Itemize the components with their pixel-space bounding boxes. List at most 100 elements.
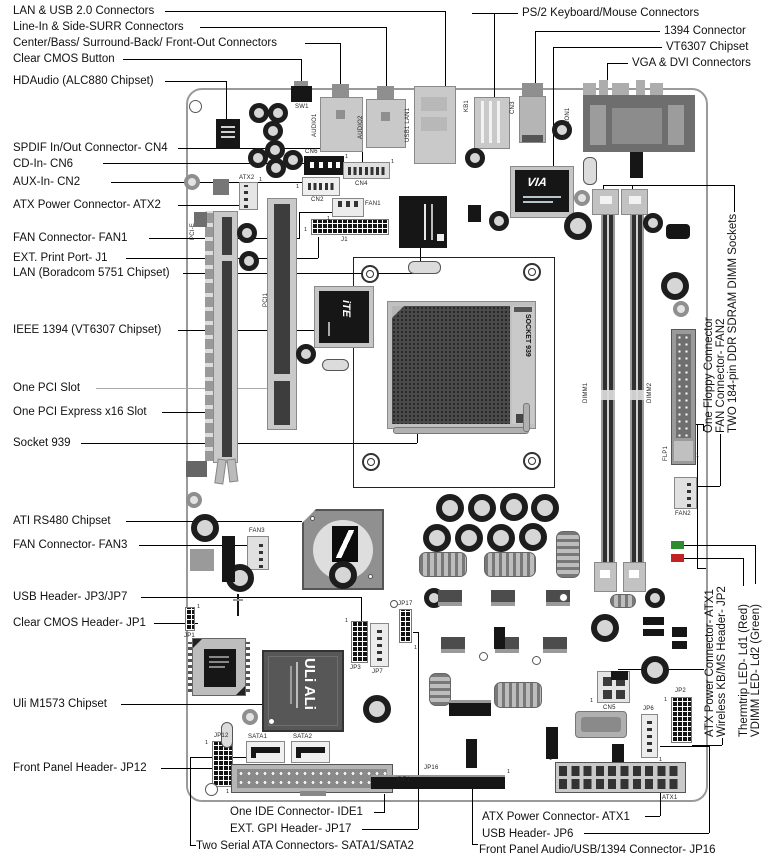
silkscreen-cn5: CN5 <box>603 705 616 711</box>
capacitor <box>673 301 689 317</box>
leader-line <box>154 623 198 624</box>
pin1-marker: 1 <box>226 789 230 795</box>
hdaudio-chip <box>216 119 240 149</box>
silkscreen-atx2: ATX2 <box>239 175 255 181</box>
silkscreen-dimm2: DIMM2 <box>647 382 653 403</box>
bios-chip <box>204 649 236 687</box>
jp1-clear-cmos-header <box>185 607 195 631</box>
flp1-pins <box>676 334 691 438</box>
component <box>466 739 477 768</box>
silkscreen-sw1: SW1 <box>295 104 309 110</box>
component <box>213 179 229 195</box>
silkscreen-cn6: CN6 <box>305 149 318 155</box>
jp16-front-panel-audio-connector <box>371 775 505 789</box>
capacitor <box>465 148 485 168</box>
test-pin <box>237 594 239 616</box>
callout-sata: Two Serial ATA Connectors- SATA1/SATA2 <box>196 840 414 852</box>
silkscreen-j1: J1 <box>341 237 348 243</box>
leader-line <box>126 521 327 522</box>
capacitor <box>564 212 592 240</box>
leader-line <box>472 13 518 14</box>
capacitor <box>468 494 496 522</box>
capacitor <box>531 494 559 522</box>
component <box>468 205 481 222</box>
cn6-pin <box>328 162 332 168</box>
vga-dsub-body <box>612 108 662 144</box>
clear-cmos-button-top <box>294 81 308 88</box>
fan1-pin <box>346 201 350 207</box>
callout-atx2: ATX Power Connector- ATX2 <box>13 199 161 211</box>
silkscreen-dimm1: DIMM1 <box>583 382 589 403</box>
capacitor <box>263 121 283 141</box>
leader-line <box>584 833 709 834</box>
j1-print-port-header <box>311 219 389 235</box>
capacitor <box>643 213 663 233</box>
capacitor <box>283 150 303 170</box>
pin1-marker: 1 <box>391 159 395 165</box>
callout-dimm: TWO 184-pin DDR SDRAM DIMM Sockets <box>727 213 739 433</box>
callout-linein: Line-In & Side-SURR Connectors <box>13 21 184 33</box>
silkscreen-fan2: FAN2 <box>675 511 691 517</box>
leader-line <box>190 845 196 846</box>
component <box>186 461 207 477</box>
pin1-marker: 1 <box>414 645 418 651</box>
chip-dot <box>268 718 275 725</box>
silkscreen-usb1-lan1: USB1 LAN1 <box>405 107 411 142</box>
chip-line <box>209 656 229 658</box>
leader-line <box>418 632 419 829</box>
socket-mount <box>523 452 541 470</box>
silkscreen-sata2: SATA2 <box>293 734 313 740</box>
audio1-jack <box>336 110 345 119</box>
mosfet <box>543 637 567 653</box>
callout-center-bass: Center/Bass/ Surround-Back/ Front-Out Co… <box>13 37 277 49</box>
jp17-gpi-header <box>399 609 412 643</box>
jp6-pins <box>647 720 652 752</box>
jp7-pins <box>377 629 382 661</box>
callout-auxin: AUX-In- CN2 <box>13 176 81 188</box>
bios-corner-mark <box>236 686 245 695</box>
leader-line <box>603 185 734 186</box>
callout-jp2: Wireless KB/MS Header- JP2 <box>716 586 728 737</box>
leader-line <box>472 783 473 844</box>
flp1-key-block <box>674 441 693 461</box>
leader-line <box>340 43 341 97</box>
ps2-slot <box>489 101 492 143</box>
leader-line <box>200 27 386 28</box>
silkscreen-pcie: PCI-E <box>190 222 196 240</box>
capacitor <box>186 492 202 508</box>
socket-label-strip <box>512 306 534 424</box>
chip-line <box>209 661 229 663</box>
audio1-connector <box>320 97 363 152</box>
component <box>494 627 505 649</box>
cn2-pins <box>308 183 334 190</box>
ati-logo-slash <box>334 530 356 558</box>
pin1-marker: 1 <box>659 757 663 763</box>
inductor-coil <box>610 594 636 608</box>
silkscreen-pci1: PCI1 <box>263 292 269 307</box>
audio2-connector <box>366 99 406 148</box>
callout-1394: 1394 Connector <box>664 25 746 37</box>
vga-screw-post <box>668 105 684 145</box>
vga-screw-post <box>590 105 606 145</box>
leader-line <box>161 768 213 769</box>
pin1-marker: 1 <box>304 227 308 233</box>
capacitor <box>455 524 483 552</box>
leader-line <box>645 816 660 817</box>
capacitor <box>423 524 451 552</box>
callout-jp1: Clear CMOS Header- JP1 <box>13 617 146 629</box>
ide1-pins <box>237 769 387 788</box>
chip-line <box>221 131 235 133</box>
silkscreen-fan3: FAN3 <box>249 528 265 534</box>
vga-stub <box>583 83 596 96</box>
pci-slot-channel <box>274 204 290 374</box>
leader-line <box>553 47 554 170</box>
pin1-marker: 1 <box>345 154 349 160</box>
chip-line <box>209 666 225 668</box>
dimm2-latch-slot <box>629 570 639 578</box>
inductor-coil <box>419 552 467 577</box>
atx2-connector <box>239 182 258 210</box>
leader-line <box>535 31 536 95</box>
silkscreen-atx1: ATX1 <box>662 795 678 801</box>
leader-line <box>413 632 418 633</box>
vdimm-led-green <box>671 541 684 549</box>
